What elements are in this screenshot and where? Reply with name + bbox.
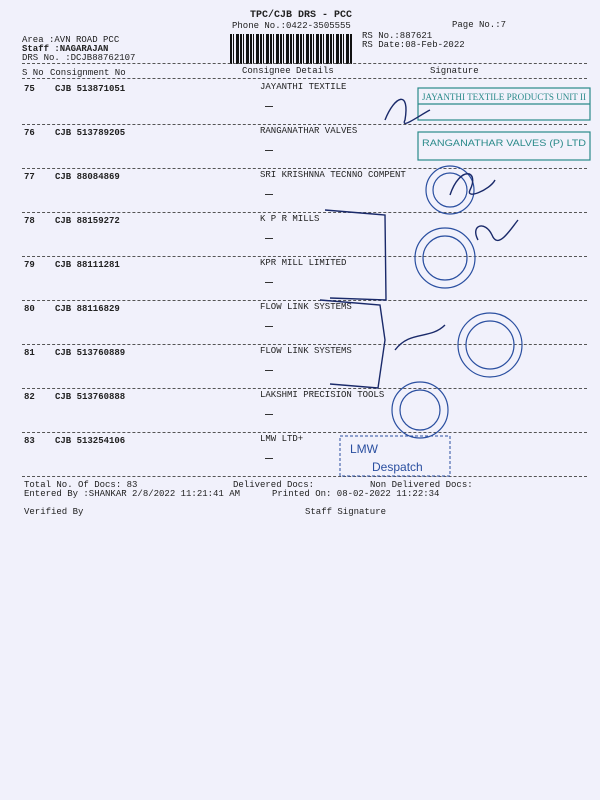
printed-on: Printed On: 08-02-2022 11:22:34 bbox=[272, 489, 440, 499]
row-tick-mark bbox=[265, 194, 273, 195]
row-consignee: K P R MILLS bbox=[260, 214, 320, 224]
row-sno: 78 bbox=[24, 216, 35, 226]
row-tick-mark bbox=[265, 282, 273, 283]
delivered-docs: Delivered Docs: bbox=[233, 480, 315, 490]
divider bbox=[22, 344, 587, 345]
lmw-stamp: LMW Despatch bbox=[339, 435, 451, 477]
row-consignee: LAKSHMI PRECISION TOOLS bbox=[260, 390, 385, 400]
row-consignment-no: CJB 88084869 bbox=[55, 172, 120, 182]
row-tick-mark bbox=[265, 414, 273, 415]
row-consignee: RANGANATHAR VALVES bbox=[260, 126, 358, 136]
verified-by-label: Verified By bbox=[24, 507, 84, 517]
row-consignment-no: CJB 513760889 bbox=[55, 348, 126, 358]
divider bbox=[22, 256, 587, 257]
svg-text:JAYANTHI TEXTILE PRODUCTS UNIT: JAYANTHI TEXTILE PRODUCTS UNIT II bbox=[422, 92, 586, 102]
divider bbox=[22, 432, 587, 433]
page-number: Page No.:7 bbox=[452, 20, 507, 30]
staff-name: Staff :NAGARAJAN bbox=[22, 44, 109, 54]
divider bbox=[22, 212, 587, 213]
row-tick-mark bbox=[265, 370, 273, 371]
svg-text:Despatch: Despatch bbox=[372, 460, 423, 474]
row-tick-mark bbox=[265, 458, 273, 459]
divider bbox=[22, 476, 587, 477]
row-consignment-no: CJB 513760888 bbox=[55, 392, 126, 402]
row-sno: 79 bbox=[24, 260, 35, 270]
row-sno: 75 bbox=[24, 84, 35, 94]
row-consignment-no: CJB 88111281 bbox=[55, 260, 120, 270]
row-consignee: SRI KRISHNNA TECNNO COMPENT bbox=[260, 170, 406, 180]
row-consignment-no: CJB 88116829 bbox=[55, 304, 120, 314]
phone-number: Phone No.:0422-3505555 bbox=[232, 21, 351, 31]
divider bbox=[22, 78, 587, 79]
row-consignment-no: CJB 513789205 bbox=[55, 128, 126, 138]
svg-text:RANGANATHAR VALVES (P) LTD: RANGANATHAR VALVES (P) LTD bbox=[422, 138, 587, 148]
divider bbox=[22, 300, 587, 301]
divider bbox=[22, 388, 587, 389]
ranganathar-stamp: RANGANATHAR VALVES (P) LTD bbox=[417, 131, 591, 161]
row-sno: 76 bbox=[24, 128, 35, 138]
row-sno: 83 bbox=[24, 436, 35, 446]
column-header-consignee: Consignee Details bbox=[242, 66, 334, 76]
staff-signature-label: Staff Signature bbox=[305, 507, 387, 517]
row-consignment-no: CJB 513254106 bbox=[55, 436, 126, 446]
row-sno: 80 bbox=[24, 304, 35, 314]
row-tick-mark bbox=[265, 326, 273, 327]
total-docs: Total No. Of Docs: 83 bbox=[24, 480, 138, 490]
round-stamps bbox=[391, 165, 523, 439]
row-sno: 81 bbox=[24, 348, 35, 358]
drs-number: DRS No. :DCJB88762107 bbox=[22, 53, 136, 63]
divider bbox=[22, 168, 587, 169]
divider bbox=[22, 124, 587, 125]
svg-text:LMW: LMW bbox=[350, 442, 379, 456]
area: Area :AVN ROAD PCC bbox=[22, 35, 120, 45]
entered-by: Entered By :SHANKAR 2/8/2022 11:21:41 AM bbox=[24, 489, 241, 499]
row-consignee: FLOW LINK SYSTEMS bbox=[260, 302, 352, 312]
rs-number: RS No.:887621 bbox=[362, 31, 433, 41]
column-header-signature: Signature bbox=[430, 66, 479, 76]
row-tick-mark bbox=[265, 238, 273, 239]
row-tick-mark bbox=[265, 150, 273, 151]
barcode bbox=[230, 34, 352, 64]
row-sno: 77 bbox=[24, 172, 35, 182]
column-header-consignment: Consignment No bbox=[50, 68, 126, 78]
jayanthi-stamp: JAYANTHI TEXTILE PRODUCTS UNIT II bbox=[417, 87, 591, 121]
row-consignee: KPR MILL LIMITED bbox=[260, 258, 347, 268]
document-title: TPC/CJB DRS - PCC bbox=[250, 10, 353, 21]
non-delivered-docs: Non Delivered Docs: bbox=[370, 480, 473, 490]
row-consignee: FLOW LINK SYSTEMS bbox=[260, 346, 352, 356]
row-consignment-no: CJB 513871051 bbox=[55, 84, 126, 94]
row-tick-mark bbox=[265, 106, 273, 107]
row-sno: 82 bbox=[24, 392, 35, 402]
row-consignment-no: CJB 88159272 bbox=[55, 216, 120, 226]
row-consignee: JAYANTHI TEXTILE bbox=[260, 82, 347, 92]
rs-date: RS Date:08-Feb-2022 bbox=[362, 40, 465, 50]
row-consignee: LMW LTD+ bbox=[260, 434, 304, 444]
column-header-sno: S No bbox=[22, 68, 44, 78]
divider bbox=[22, 63, 587, 64]
